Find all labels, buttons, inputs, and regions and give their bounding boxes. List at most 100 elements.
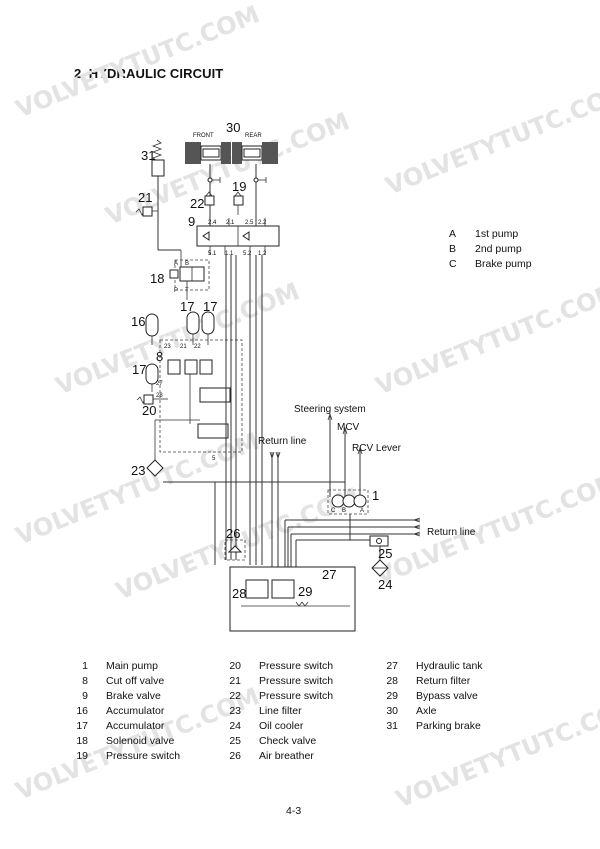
port-label: 2.5 [245, 220, 254, 226]
watermark: VOLVETYTUTC.COM [12, 0, 264, 123]
callout-21: 21 [138, 190, 152, 205]
callout-20: 20 [142, 403, 156, 418]
watermark: VOLVETYTUTC.COM [382, 77, 600, 200]
port-label: 1.1 [225, 251, 234, 257]
port-label: 1.2 [258, 251, 267, 257]
callout-numbers: 30 31 21 22 19 9 18 17 17 16 8 17 20 23 … [131, 120, 392, 601]
pump-legend-key: C [449, 258, 457, 270]
pump-legend: A 1st pump B 2nd pump C Brake pump [449, 228, 532, 273]
axle-brakes: FRONT REAR [185, 133, 278, 215]
return-line-label: Return line [258, 436, 307, 447]
callout-19: 19 [232, 179, 246, 194]
return-line-label: Return line [427, 527, 476, 538]
callout-22: 22 [190, 196, 204, 211]
port-label: 2.4 [208, 220, 217, 226]
solenoid-valve: A B P T [169, 250, 210, 300]
callout-23: 23 [131, 463, 145, 478]
steering-system-label: Steering system [294, 404, 366, 415]
pipe-network [163, 255, 421, 575]
port-label: 2.1 [226, 220, 235, 226]
node-label: 23 [164, 344, 171, 350]
node-label: 5 [212, 456, 216, 462]
port-a-label: A [174, 261, 178, 267]
pump-legend-row: A 1st pump [449, 228, 532, 243]
pressure-switch-21 [135, 206, 158, 217]
pump-legend-row: B 2nd pump [449, 243, 532, 258]
bypass-valve [271, 579, 295, 599]
callout-9: 9 [188, 214, 195, 229]
port-label: 5.1 [208, 251, 217, 257]
line-filter [146, 419, 200, 477]
node-label: 28 [156, 393, 163, 399]
callout-18: 18 [150, 271, 164, 286]
callout-17: 17 [132, 362, 146, 377]
callout-24: 24 [378, 577, 392, 592]
callout-1: 1 [372, 488, 379, 503]
callout-8: 8 [156, 349, 163, 364]
pump-legend-row: C Brake pump [449, 258, 532, 273]
pressure-switch-20 [136, 394, 168, 405]
return-filter [245, 579, 269, 599]
callout-17: 17 [203, 299, 217, 314]
air-breather [224, 539, 246, 561]
callout-25: 25 [378, 546, 392, 561]
pressure-switches-22-19 [204, 191, 244, 215]
pump-legend-key: B [449, 243, 457, 255]
pump-legend-label: 2nd pump [475, 243, 522, 255]
pump-legend-key: A [449, 228, 457, 240]
port-label: 5.2 [243, 251, 252, 257]
pump-legend-label: 1st pump [475, 228, 519, 240]
watermark: VOLVETYTUTC.COM [372, 467, 600, 590]
accumulator-16 [145, 313, 159, 337]
pump-c-label: C [331, 508, 336, 514]
callout-26: 26 [226, 526, 240, 541]
pump-legend-label: Brake pump [475, 258, 532, 270]
page-number: 4-3 [286, 805, 302, 817]
parking-brake [151, 139, 181, 251]
node-label: 21 [180, 344, 187, 350]
front-label: FRONT [193, 133, 214, 139]
hydraulic-tank [229, 566, 356, 632]
port-b-label: B [185, 261, 189, 267]
pump-a-label: A [360, 508, 364, 514]
callout-29: 29 [298, 584, 312, 599]
watermark: VOLVETYTUTC.COM [372, 277, 600, 400]
callout-28: 28 [232, 586, 246, 601]
rear-brake-disc [232, 142, 242, 164]
node-label: 27 [156, 381, 163, 387]
node-label: 22 [194, 344, 201, 350]
accumulator-17b [201, 311, 215, 335]
accumulator-17a [186, 311, 200, 335]
page-title: 2. HYDRAULIC CIRCUIT [74, 66, 224, 81]
brake-valve: 2.4 2.1 2.5 2.2 5.1 1.1 5.2 1.2 [196, 215, 280, 257]
pump-b-label: B [342, 508, 346, 514]
main-pump: C B A [327, 489, 369, 515]
oil-cooler [371, 559, 389, 577]
callout-31: 31 [141, 148, 155, 163]
cut-off-valve: 23 21 22 27 28 5 [156, 339, 243, 462]
callout-30: 30 [226, 120, 240, 135]
rcv-lever-label: RCV Lever [352, 443, 402, 454]
watermark: VOLVETYTUTC.COM [52, 277, 304, 400]
callout-27: 27 [322, 567, 336, 582]
